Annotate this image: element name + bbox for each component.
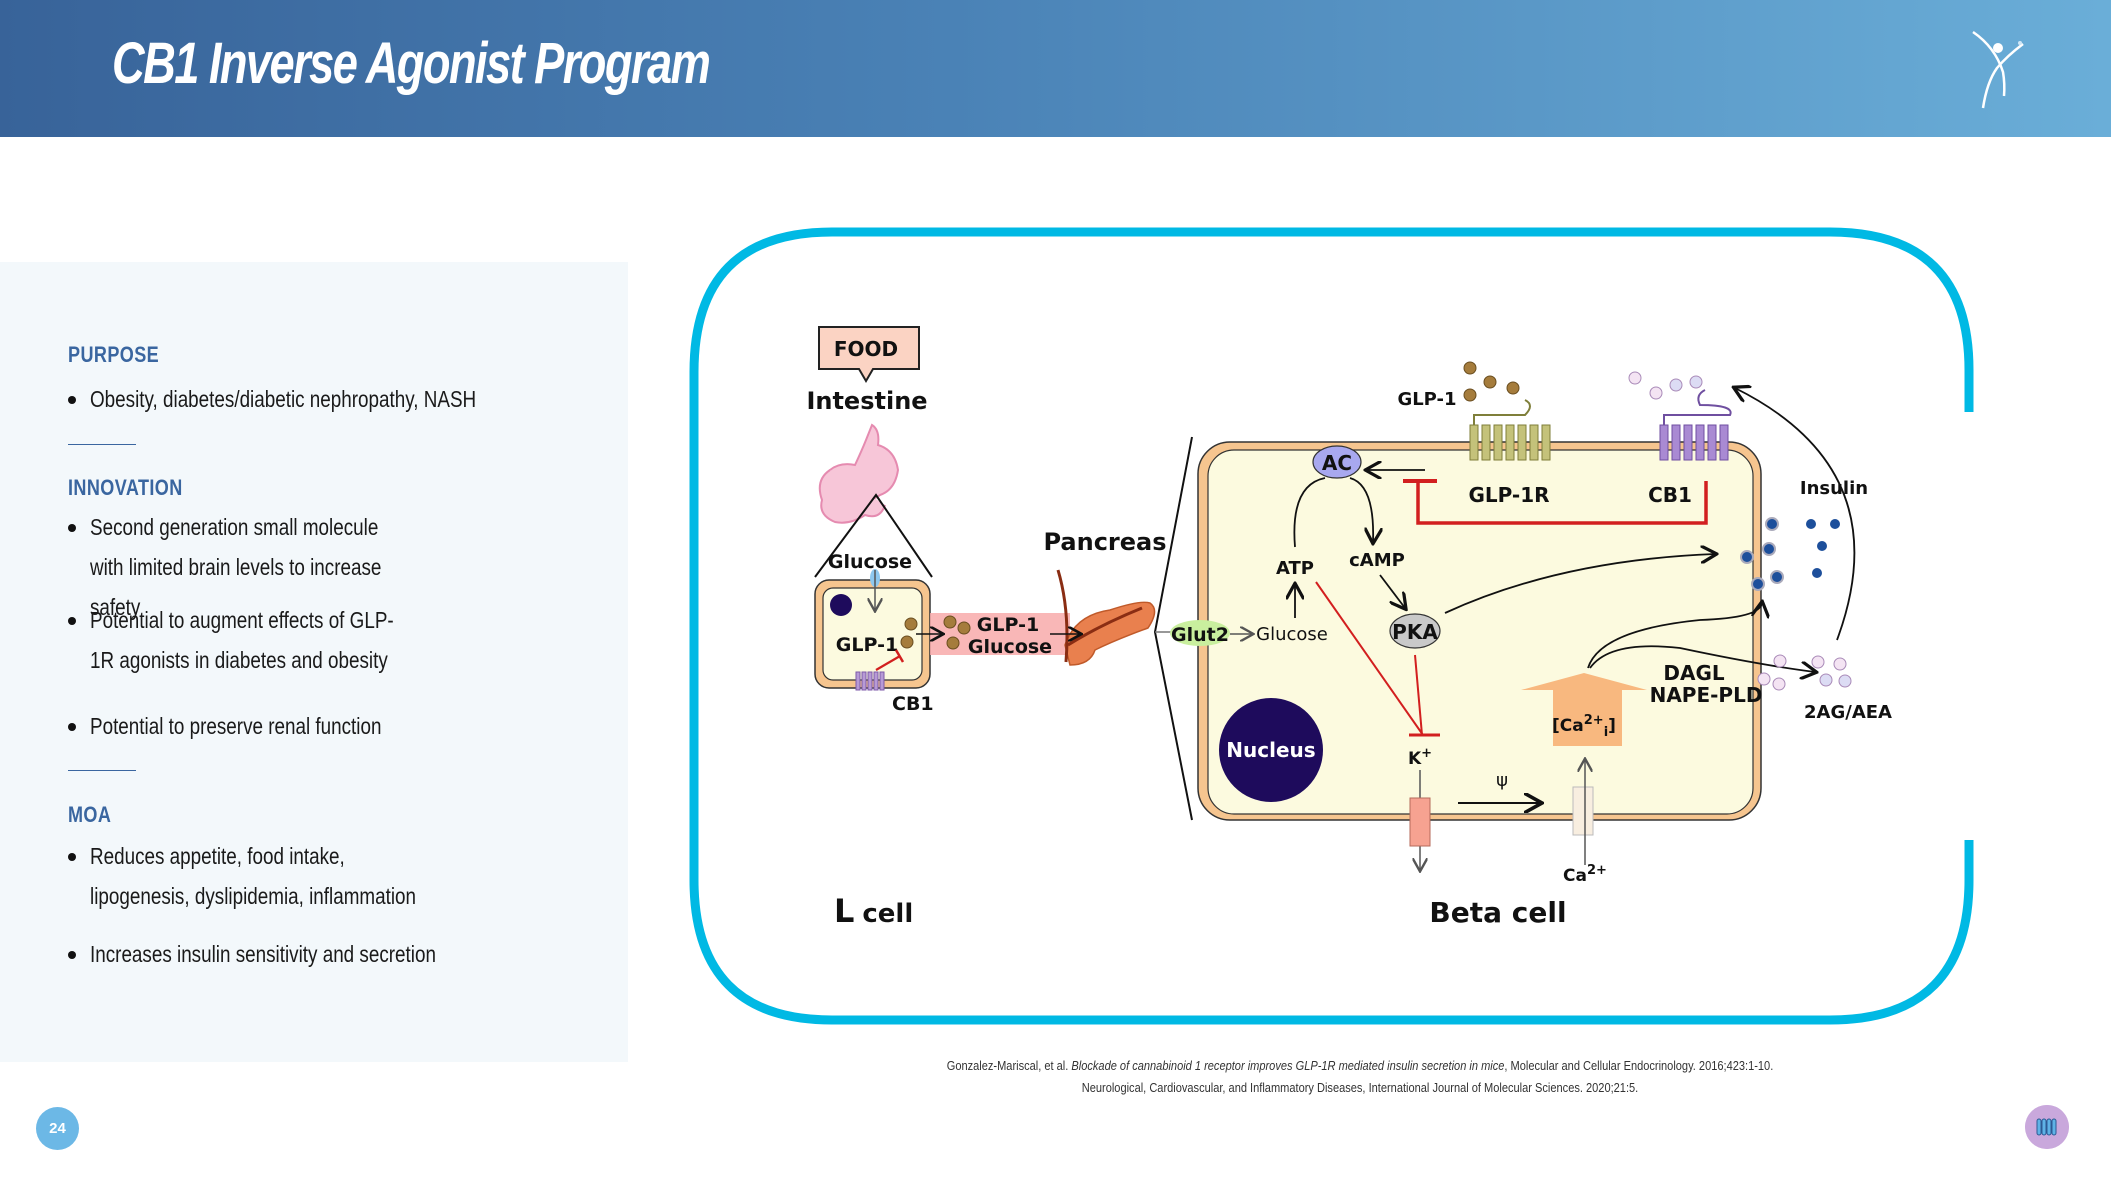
page-number-badge: 24 <box>36 1107 79 1150</box>
section-title-innovation: INNOVATION <box>68 475 183 500</box>
psi-label: ψ <box>1496 770 1508 791</box>
cb1-receptor-l-icon <box>855 671 885 691</box>
ac-enzyme-icon <box>1312 445 1362 479</box>
cb1-b-label: CB1 <box>1648 483 1692 507</box>
glp1-l-label: GLP-1 <box>836 634 898 656</box>
insulin-granules-icon <box>1740 517 1784 591</box>
pancreas-icon <box>1056 569 1156 666</box>
released-insulin-icon <box>1806 519 1840 578</box>
citation-2: Neurological, Cardiovascular, and Inflam… <box>1081 1080 1639 1095</box>
glp1r-receptor-icon <box>1469 399 1551 461</box>
bullet-dot-icon <box>68 524 76 532</box>
l-cell-nucleus-icon <box>830 594 852 616</box>
info-panel: PURPOSE Obesity, diabetes/diabetic nephr… <box>0 262 628 1062</box>
vessel-glp1-label: GLP-1 <box>977 614 1039 636</box>
food-label-box: FOOD <box>818 326 920 383</box>
pancreas-label: Pancreas <box>1043 528 1166 556</box>
insulin-label: Insulin <box>1800 478 1868 499</box>
nucleus-label: Nucleus <box>1226 738 1315 762</box>
header-banner: CB1 Inverse Agonist Program <box>0 0 2111 137</box>
calcium-increase-arrow <box>1521 673 1647 746</box>
bullet-dot-icon <box>68 853 76 861</box>
l-cell: GLP-1 CB1 <box>814 569 934 715</box>
beta-cell-nucleus-icon <box>1219 698 1323 802</box>
bullet-dot-icon <box>68 396 76 404</box>
pka-enzyme-icon <box>1389 613 1441 649</box>
glp1-top-label: GLP-1 <box>1397 389 1456 410</box>
intestine-icon <box>818 423 900 524</box>
food-label: FOOD <box>834 337 898 361</box>
cb1-l-label: CB1 <box>892 693 934 715</box>
bullet-dot-icon <box>68 617 76 625</box>
bullet-item: Obesity, diabetes/diabetic nephropathy, … <box>68 379 588 419</box>
section-title-purpose: PURPOSE <box>68 342 160 367</box>
bullet-item: Second generation small molecule with li… <box>68 507 588 627</box>
glucose-l-label: Glucose <box>828 551 912 573</box>
section-divider <box>68 770 136 771</box>
vessel-glucose-label: Glucose <box>968 636 1052 658</box>
k-ion-label: K+ <box>1408 746 1432 769</box>
page-title: CB1 Inverse Agonist Program <box>112 31 711 96</box>
ca-ext-label: Ca2+ <box>1563 863 1607 886</box>
atp-label: ATP <box>1276 558 1314 579</box>
ca-i-label: [Ca2+i] <box>1552 713 1616 740</box>
dagl-label: DAGL <box>1663 661 1724 685</box>
pka-label: PKA <box>1392 620 1438 644</box>
citation-1: Gonzalez-Mariscal, et al. Blockade of ca… <box>946 1058 1774 1073</box>
bullet-item: Potential to preserve renal function <box>68 706 588 746</box>
glut2-label: Glut2 <box>1171 624 1229 646</box>
cb1-receptor-b-icon <box>1659 389 1732 461</box>
bullet-item: Reduces appetite, food intake, lipogenes… <box>68 836 588 916</box>
beta-cell-label: Beta cell <box>1429 896 1566 929</box>
bullet-dot-icon <box>68 723 76 731</box>
ca-channel-icon <box>1572 786 1594 836</box>
bullet-dot-icon <box>68 951 76 959</box>
glp1r-label: GLP-1R <box>1468 483 1549 507</box>
glucose-b-label: Glucose <box>1256 624 1328 645</box>
bullet-item: Potential to augment effects of GLP-1R a… <box>68 600 588 680</box>
ac-label: AC <box>1322 451 1352 475</box>
section-divider <box>68 444 136 445</box>
k-channel-icon <box>1409 797 1431 847</box>
camp-label: cAMP <box>1349 550 1405 571</box>
glut2-icon <box>1170 620 1230 646</box>
diagram-frame <box>689 227 1974 1025</box>
bullet-item: Increases insulin sensitivity and secret… <box>68 934 588 974</box>
receptor-icon <box>2025 1105 2069 1149</box>
person-figure-logo-icon <box>1972 30 2024 109</box>
intestine-label: Intestine <box>806 387 927 415</box>
2ag-aea-label: 2AG/AEA <box>1804 702 1892 723</box>
nape-pld-label: NAPE-PLD <box>1650 683 1763 707</box>
section-title-moa: MOA <box>68 802 112 827</box>
